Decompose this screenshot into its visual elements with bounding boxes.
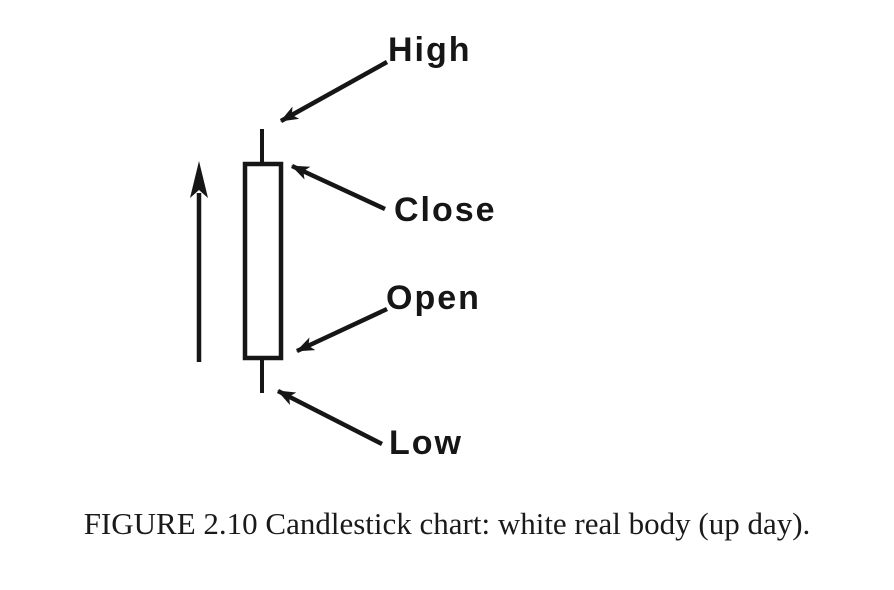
high-label: High <box>388 31 472 69</box>
candlestick-diagram-canvas <box>190 60 389 447</box>
open-label: Open <box>386 279 481 317</box>
candle-real-body <box>242 161 284 361</box>
figure-caption: FIGURE 2.10 Candlestick chart: white rea… <box>83 506 811 541</box>
close-pointer-arrow <box>291 163 386 212</box>
high-pointer-arrow <box>279 60 389 123</box>
open-pointer-arrow <box>296 306 388 354</box>
low-pointer-arrow <box>276 388 384 447</box>
low-label: Low <box>389 424 463 462</box>
close-label: Close <box>394 191 497 229</box>
uptrend-arrowhead-icon <box>190 161 208 198</box>
